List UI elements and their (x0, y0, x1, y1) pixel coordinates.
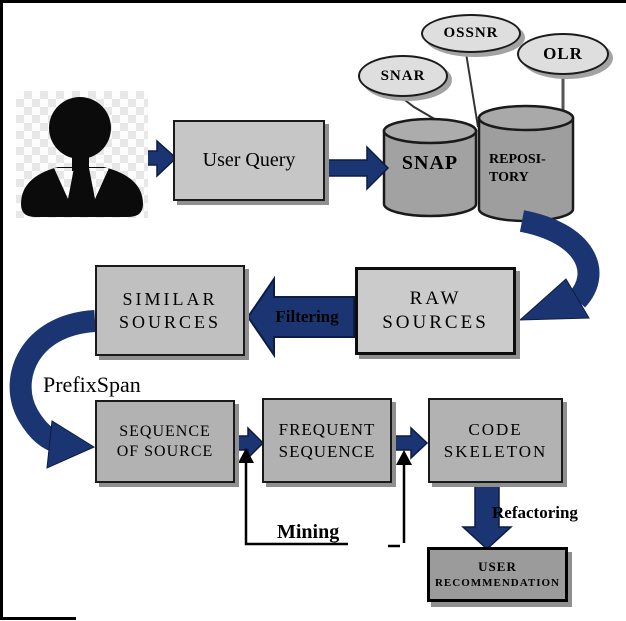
refactoring-label: Refactoring (492, 503, 578, 522)
filtering-label: Filtering (275, 307, 339, 326)
repository-label: REPOSI- TORY (489, 152, 546, 186)
node-frequent-sequence: FREQUENT SEQUENCE (262, 398, 392, 483)
node-ossnr: OSSNR (421, 14, 521, 53)
arrow-similar-to-sequence-head (46, 420, 96, 469)
olr-label: OLR (543, 44, 583, 63)
frame-left-border (0, 0, 3, 620)
snap-cylinder (382, 129, 478, 218)
arrow-refactoring (461, 482, 513, 551)
user-query-label: User Query (202, 149, 296, 171)
arrow-repository-to-raw (519, 210, 600, 308)
repository-cylinder-lid (477, 104, 575, 132)
frame-top-border (0, 0, 626, 3)
node-user-query: User Query (173, 120, 325, 201)
snap-label: SNAP (401, 152, 459, 174)
snar-connector-line (400, 96, 439, 122)
node-sequence-of-source: SEQUENCE OF SOURCE (95, 400, 235, 483)
arrow-frequent-to-code (391, 426, 429, 460)
arrow-similar-to-sequence (9, 310, 97, 454)
frame-bottom-left-border (0, 617, 76, 620)
mining-arrowhead-right (396, 450, 412, 465)
node-similar-sources: SIMILAR SOURCES (95, 265, 245, 356)
person-icon (21, 97, 143, 217)
node-raw-sources: RAW SOURCES (355, 267, 516, 355)
user-actor (16, 91, 148, 218)
ossnr-connector-line (465, 52, 479, 128)
arrow-sequence-to-frequent (234, 426, 265, 460)
node-user-recommendation: USER RECOMMENDATION (427, 547, 568, 602)
node-code-skeleton: CODE SKELETON (428, 398, 563, 483)
arrow-query-to-snap (326, 145, 390, 191)
ossnr-label: OSSNR (443, 25, 499, 41)
node-snar: SNAR (358, 55, 448, 97)
mining-connector-left (244, 454, 348, 546)
mining-arrowhead-left (238, 448, 254, 463)
arrow-filtering (246, 275, 355, 359)
node-olr: OLR (517, 33, 609, 75)
mining-label: Mining (277, 521, 340, 543)
prefixspan-label: PrefixSpan (43, 372, 141, 397)
snar-label: SNAR (380, 67, 426, 84)
snap-cylinder-lid (382, 117, 478, 145)
arrow-repository-to-raw-head (518, 278, 590, 321)
